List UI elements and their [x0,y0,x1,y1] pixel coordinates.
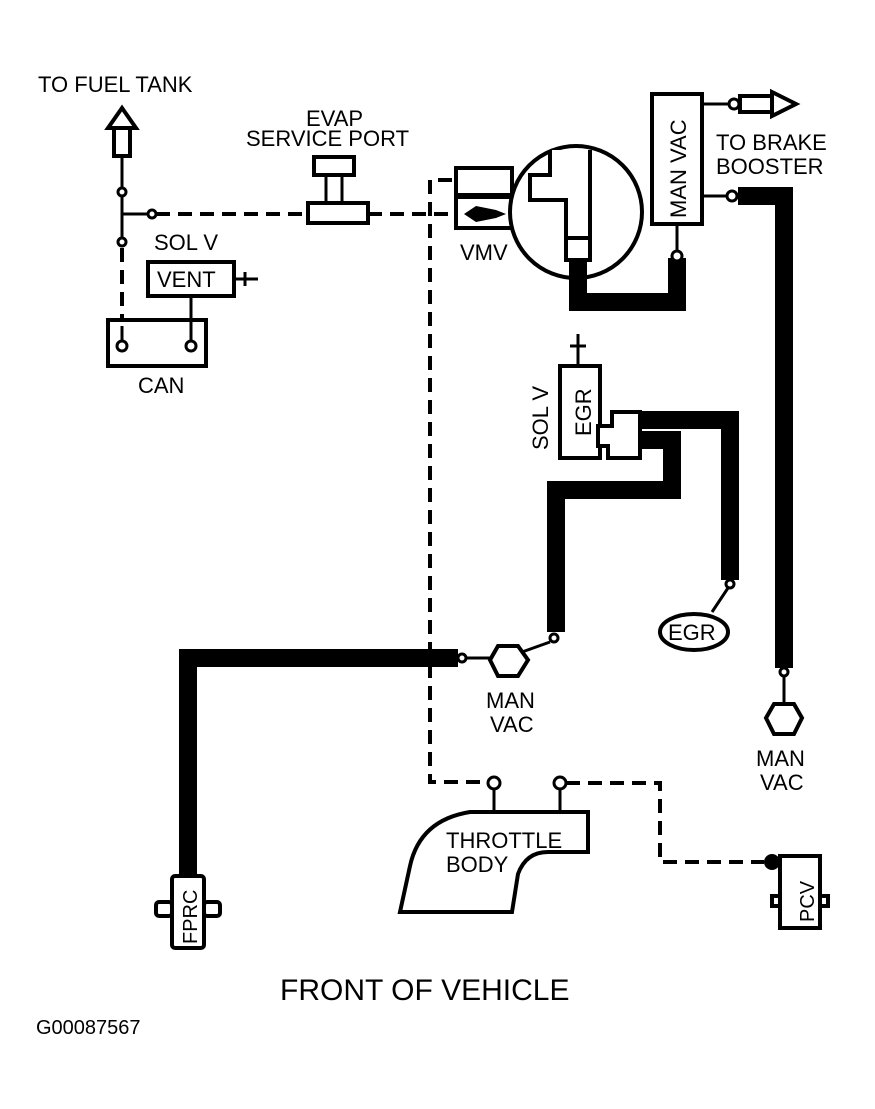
brake-booster-connector [702,88,801,120]
egr-valve-hose [640,411,739,580]
fprc-tab-right [202,900,222,918]
egr-solenoid-port-block [596,410,642,460]
pcv-tab-left [770,894,782,908]
brake-booster-label-line2: BOOSTER [716,154,824,179]
purge-valve [508,144,644,280]
throttle-to-pcv-dashed-line [566,781,764,864]
egr-valve-stem [710,587,730,613]
throttle-body-shape [397,810,590,914]
vmv-man-vac-hose [569,258,686,311]
man-vac-right-lower-nipple [778,666,790,678]
fprc-label: FPRC [180,890,202,944]
brake-booster-pipe [738,94,774,114]
vent-solenoid-title: SOL V [154,230,218,255]
egr-sol-man-vac-hose [547,431,681,632]
vmv [454,166,514,230]
figure-id: G00087567 [36,1017,141,1039]
egr-solenoid-label: EGR [571,388,596,436]
throttle-nipple-right [552,775,568,791]
canister-port-right [184,339,198,353]
fuel-tank-arrow-icon [104,104,140,130]
man-vac-right-label-line1: MAN [756,746,805,771]
pcv-tab-right [818,894,830,908]
throttle-nipple-left [486,775,502,791]
man-vac-right-label-line2: VAC [760,770,804,795]
fuel-tank-connector [104,104,158,326]
egr-valve-label: EGR [668,620,716,645]
brake-booster-label-line1: TO BRAKE [716,130,827,155]
evap-label-line2: SERVICE PORT [246,126,409,151]
evap-label-line1: EVAP [306,106,363,131]
vent-solenoid-box [146,260,236,298]
center-man-vac-left-nipple [456,652,468,664]
pcv-body [778,854,822,930]
evap-branch-nipple [146,208,158,220]
man-vac-top-label: MAN VAC [666,119,691,218]
egr-valve-hose-nipple [724,578,736,590]
fprc-hose [179,649,458,876]
egr-solenoid [558,334,642,460]
man-vac-right-nipple [725,189,739,203]
man-vac-center-port [487,644,531,678]
egr-solenoid-box [558,364,602,460]
evap-port-cap [312,155,356,177]
man-vac-center-label-line2: VAC [490,712,534,737]
front-of-vehicle-label: FRONT OF VEHICLE [280,974,569,1007]
pcv [764,854,830,930]
man-vac-right-hose [738,187,793,668]
man-vac-top-block [650,92,704,226]
egr-solenoid-title: SOL V [528,386,553,450]
vmv-to-throttle-dashed-line [428,178,492,784]
purge-valve-port [564,236,592,262]
center-man-vac-upper-stem [521,640,551,654]
vent-solenoid [146,260,258,298]
egr-valve [658,612,730,652]
fuel-nipple [116,186,128,198]
vmv-label: VMV [460,240,508,265]
brake-booster-nipple [727,97,741,111]
fuel-tank-label: TO FUEL TANK [38,72,193,97]
evap-service-port [306,155,370,225]
brake-booster-arrow-icon [770,88,801,120]
evap-port-body [306,201,370,225]
canister-port-left [115,339,129,353]
vent-solenoid-label: VENT [157,267,216,292]
canister-top-nipple [116,236,128,248]
throttle-label-line2: BODY [446,852,509,877]
man-vac-center-label-line1: MAN [486,688,535,713]
man-vac-right-port [763,702,805,736]
canister [106,296,208,368]
center-man-vac-upper-nipple [548,632,560,644]
fuel-tank-pipe [112,126,132,158]
vmv-flow-arrow-icon [464,206,506,222]
throttle-label-line1: THROTTLE [446,828,562,853]
man-vac-top-bottom-nipple [670,249,684,263]
fprc [154,874,222,950]
pcv-inlet [764,854,780,870]
pcv-label: PCV [797,880,819,922]
canister-label: CAN [138,373,184,398]
fprc-tab-left [154,900,174,918]
